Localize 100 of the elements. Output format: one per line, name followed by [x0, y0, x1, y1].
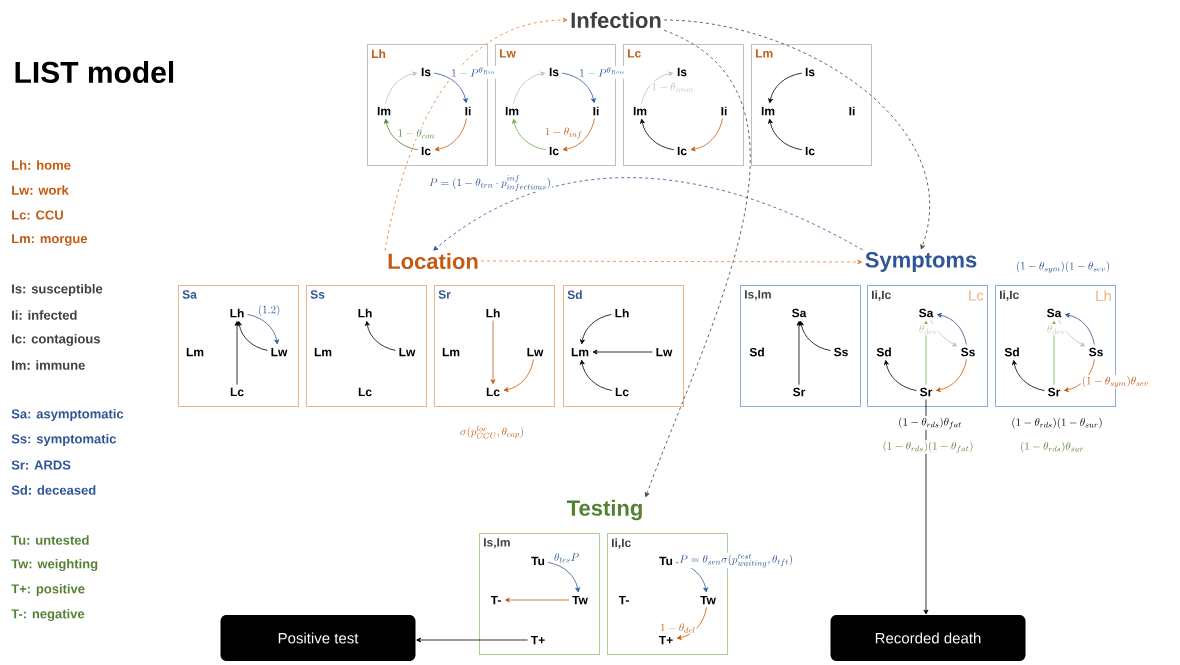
arrow — [505, 597, 570, 603]
state-label: Sr — [920, 387, 933, 397]
legend-text: Im: immune — [12, 360, 85, 370]
state-label: Lw — [656, 347, 673, 357]
edge-label: $1-P^{\theta_{Row}}$ — [578, 66, 627, 79]
module-title: Location — [388, 252, 478, 270]
state-label: Sa — [792, 308, 807, 318]
edge-label: $P=\theta_{sen}\sigma(p^{test}_{waiting},\theta_{tft})$ — [678, 552, 795, 569]
state-label: Ic — [549, 146, 559, 156]
arrow — [923, 320, 929, 385]
arrow — [768, 72, 803, 104]
legend-text: Lw: work — [12, 185, 69, 195]
state-label: Lw — [271, 347, 288, 357]
state-label: Ii — [465, 106, 471, 116]
state-label: Im — [505, 106, 519, 116]
state-label: Tw — [700, 595, 716, 605]
legend-text: Ii: infected — [12, 310, 77, 320]
legend-text: Sd: deceased — [11, 485, 96, 495]
module-title: Symptoms — [865, 252, 977, 272]
edge-label: $1-P^{\theta_{Rin}}$ — [450, 66, 497, 79]
formula-label: $(1-\theta_{rds})\theta_{fat}$ — [897, 416, 963, 430]
dashed-arrow — [663, 19, 930, 250]
state-label: Ii — [593, 106, 599, 116]
state-label: Is — [549, 67, 559, 77]
state-label: Im — [761, 106, 775, 116]
module-title: Infection — [571, 11, 661, 29]
edge-label: $(1.2)$ — [256, 304, 282, 317]
arrow — [385, 71, 418, 105]
state-label: Lc — [615, 387, 629, 397]
module-title: Testing — [566, 499, 642, 521]
legend-text: T-: negative — [11, 608, 85, 622]
edge-label: $1-\theta_{con}$ — [396, 128, 436, 140]
state-label: Lh — [615, 308, 629, 318]
arrow — [796, 320, 802, 385]
state-label: Ss — [834, 347, 848, 357]
formula-label: $(1-\theta_{rds})(1-\theta_{sur})$ — [1010, 416, 1104, 430]
arrow — [675, 562, 708, 593]
state-label: Lh — [230, 308, 244, 318]
arrow — [641, 71, 674, 105]
state-label: Sd — [876, 347, 891, 357]
state-label: T+ — [659, 635, 673, 645]
arrow — [1051, 320, 1057, 385]
state-label: Lw — [399, 347, 416, 357]
state-label: Sa — [1047, 308, 1062, 318]
state-label: Im — [377, 106, 391, 116]
formula-label: $(1-\theta_{rds})(1-\theta_{fat})$ — [881, 440, 975, 454]
edge-label: $\theta_{tes}P$ — [553, 552, 581, 564]
dashed-arrow — [644, 29, 750, 498]
state-label: Is — [677, 67, 687, 77]
arrow — [434, 118, 467, 152]
formula-label: $(1-\theta_{rds})\theta_{sur}$ — [1019, 440, 1085, 454]
arrow — [930, 320, 958, 347]
state-label: Ic — [677, 146, 687, 156]
outcome-box: Positive test — [220, 615, 416, 661]
arrow — [936, 359, 967, 393]
legend-text: Lc: CCU — [12, 210, 63, 220]
formula-label: $(1-\theta_{sym})(1-\theta_{sev})$ — [1014, 260, 1112, 274]
state-label: T+ — [531, 635, 545, 645]
dashed-arrow — [384, 17, 568, 252]
state-label: Tu — [659, 556, 673, 566]
state-label: Lm — [571, 347, 589, 357]
arrow — [512, 118, 547, 151]
edge-label: $1-\theta_{inf}$ — [543, 126, 584, 140]
state-label: Ic — [421, 146, 431, 156]
state-label: Sd — [1004, 347, 1019, 357]
arrow — [1064, 359, 1095, 393]
edge-label: $1-\theta_{imm}$ — [650, 81, 695, 93]
state-label: Lh — [358, 308, 372, 318]
dashed-arrow — [480, 259, 863, 265]
arrow — [384, 118, 419, 151]
arrow — [923, 399, 929, 615]
state-label: Ss — [1089, 347, 1103, 357]
state-label: Lc — [358, 387, 372, 397]
state-label: T- — [618, 595, 629, 605]
arrow — [490, 320, 496, 385]
arrow — [799, 320, 831, 351]
legend-text: Ic: contagious — [12, 333, 100, 347]
state-label: Is — [805, 67, 815, 77]
arrow — [503, 358, 534, 392]
arrow — [365, 321, 396, 351]
arrow — [513, 71, 546, 105]
arrow — [1012, 360, 1045, 391]
arrow — [579, 359, 613, 391]
edge-label: $(1-\theta_{sym})\theta_{sev}$ — [1080, 375, 1150, 389]
state-label: Im — [633, 106, 647, 116]
outcome-box: Recorded death — [830, 615, 1026, 661]
arrow — [640, 118, 675, 151]
arrow — [237, 321, 268, 351]
legend-text: Sa: asymptomatic — [11, 408, 124, 422]
state-label: Sd — [749, 347, 764, 357]
state-label: Tw — [572, 595, 588, 605]
state-label: Is — [421, 67, 431, 77]
arrow — [884, 360, 917, 391]
arrow — [768, 118, 803, 151]
edge-label: $1-\theta_{del}$ — [659, 622, 697, 634]
dashed-arrow — [433, 177, 863, 251]
state-label: Ic — [805, 146, 815, 156]
state-label: Ii — [849, 106, 855, 116]
arrow — [580, 314, 612, 345]
arrow — [547, 562, 580, 593]
